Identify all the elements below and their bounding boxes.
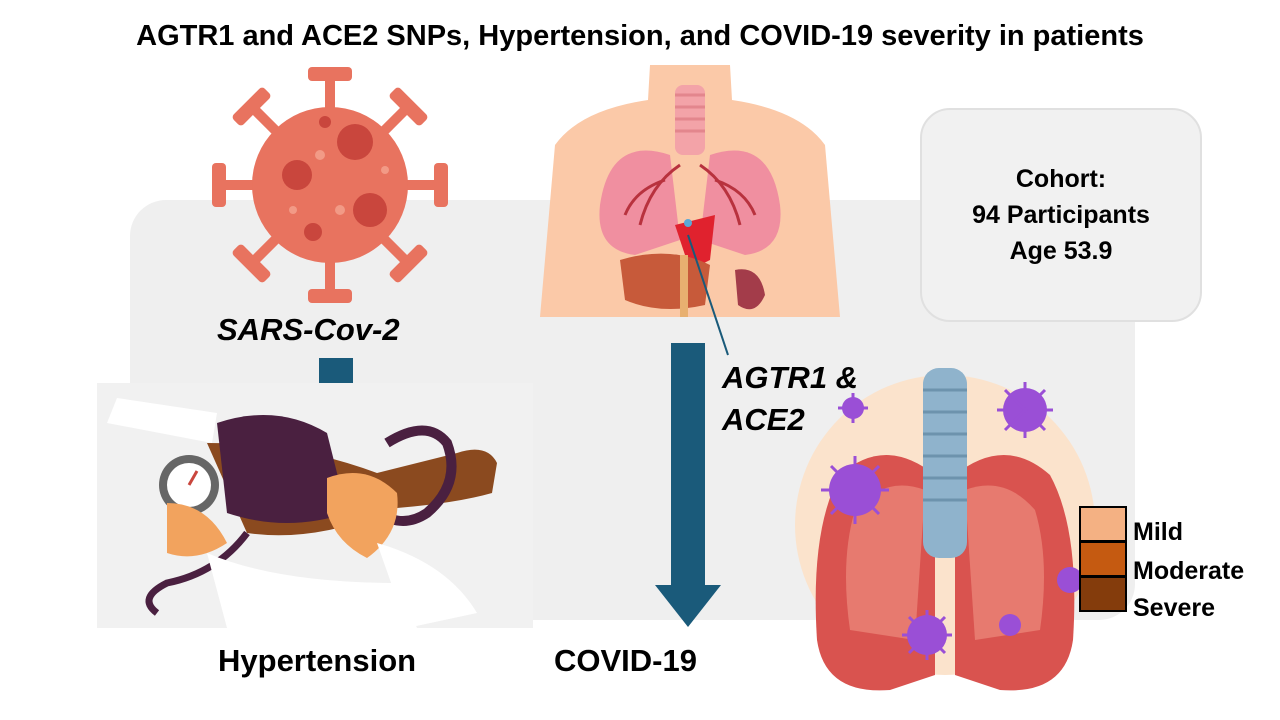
covid-label: COVID-19 bbox=[554, 643, 697, 678]
virus-illustration bbox=[212, 67, 448, 303]
blood-pressure-illustration bbox=[97, 383, 533, 628]
cohort-participants: 94 Participants bbox=[972, 201, 1150, 229]
figure-title: AGTR1 and ACE2 SNPs, Hypertension, and C… bbox=[136, 20, 1144, 52]
infected-lungs-illustration bbox=[795, 368, 1095, 691]
cohort-age: Age 53.9 bbox=[1009, 237, 1113, 265]
legend-swatch-mild bbox=[1079, 506, 1127, 542]
legend-swatch-moderate bbox=[1079, 541, 1127, 577]
legend-label-mild: Mild bbox=[1133, 518, 1183, 546]
human-organs-illustration bbox=[540, 65, 840, 317]
gene-label: AGTR1 & ACE2 bbox=[722, 357, 858, 441]
hypertension-label: Hypertension bbox=[218, 643, 417, 678]
gene-label-line1: AGTR1 & bbox=[722, 360, 859, 395]
legend-label-severe: Severe bbox=[1133, 594, 1216, 622]
cohort-heading: Cohort: bbox=[1015, 165, 1107, 193]
legend-label-moderate: Moderate bbox=[1133, 557, 1245, 585]
gene-label-line2: ACE2 bbox=[722, 402, 805, 437]
cohort-info-box: Cohort: 94 Participants Age 53.9 bbox=[920, 108, 1202, 322]
legend-swatch-severe bbox=[1079, 576, 1127, 612]
virus-label: SARS-Cov-2 bbox=[217, 312, 400, 347]
down-arrow-covid bbox=[655, 343, 721, 627]
pointer-line bbox=[687, 234, 729, 356]
